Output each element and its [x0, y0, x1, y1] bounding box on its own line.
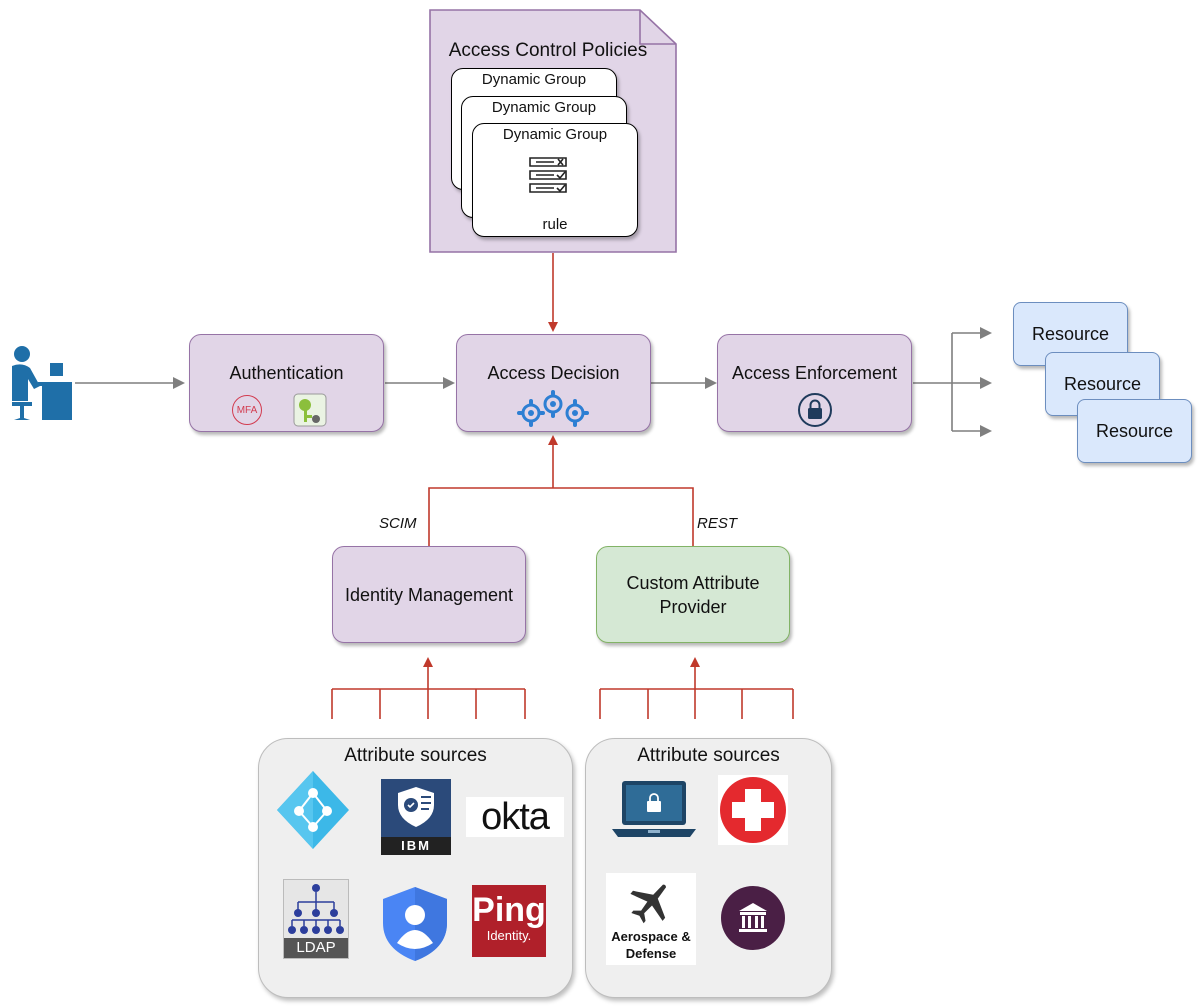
- okta-logo: okta: [466, 797, 564, 837]
- aerospace-defense-tile: Aerospace & Defense: [606, 873, 696, 965]
- attribute-sources-panel-right: Attribute sources Aerospace & Defense: [585, 738, 832, 998]
- google-identity-icon: [383, 887, 447, 961]
- shield-icon: [398, 787, 434, 827]
- authentication-box[interactable]: Authentication MFA: [189, 334, 384, 432]
- org-tree-icon: [288, 884, 344, 934]
- dynamic-group-label: Dynamic Group: [481, 71, 587, 88]
- medical-cross-icon: [718, 775, 788, 845]
- dynamic-group-label: Dynamic Group: [491, 99, 597, 116]
- aerospace-label-line2: Defense: [625, 946, 677, 961]
- checklist-icon: [529, 157, 567, 193]
- identity-label: Identity.: [486, 928, 532, 943]
- resource-label: Resource: [1031, 324, 1110, 344]
- ldap-label: LDAP: [284, 938, 348, 958]
- identity-management-label: Identity Management: [344, 584, 514, 605]
- aerospace-label-line1: Aerospace &: [611, 929, 691, 944]
- rest-label: REST: [697, 515, 738, 532]
- attribute-sources-panel-left: Attribute sources IBM okta: [258, 738, 573, 998]
- access-decision-label: Access Decision: [487, 363, 620, 383]
- identity-management-box[interactable]: Identity Management: [332, 546, 526, 643]
- mfa-icon: MFA: [232, 395, 262, 425]
- scim-label: SCIM: [379, 515, 417, 532]
- gears-icon: [517, 390, 589, 427]
- ibm-security-icon: IBM: [381, 779, 451, 855]
- custom-attribute-provider-box[interactable]: Custom Attribute Provider: [596, 546, 790, 643]
- ibm-label: IBM: [381, 837, 451, 855]
- ping-label: Ping: [472, 891, 546, 929]
- authentication-label: Authentication: [229, 363, 344, 383]
- user-at-desk-icon: [12, 346, 72, 420]
- access-decision-box[interactable]: Access Decision: [456, 334, 651, 432]
- ldap-icon: LDAP: [283, 879, 349, 959]
- resource-box[interactable]: Resource: [1077, 399, 1192, 463]
- access-enforcement-label: Access Enforcement: [731, 363, 898, 383]
- key-icon: [293, 393, 327, 427]
- laptop-lock-icon: [612, 781, 696, 837]
- dynamic-group-card: Dynamic Group rule: [472, 123, 638, 237]
- policies-title: Access Control Policies: [448, 40, 648, 61]
- ping-identity-logo: Ping Identity.: [472, 885, 546, 957]
- azure-ad-icon: [277, 771, 349, 849]
- dynamic-group-label: Dynamic Group: [502, 126, 608, 143]
- rule-label: rule: [542, 216, 568, 233]
- resource-label: Resource: [1095, 421, 1174, 441]
- airplane-icon: [630, 884, 667, 924]
- mfa-badge-label: MFA: [236, 404, 258, 416]
- lock-icon: [798, 393, 832, 427]
- resource-label: Resource: [1063, 374, 1142, 394]
- bank-icon: [721, 886, 785, 950]
- access-enforcement-box[interactable]: Access Enforcement: [717, 334, 912, 432]
- attribute-sources-title: Attribute sources: [344, 745, 487, 766]
- okta-label: okta: [481, 796, 550, 838]
- custom-attribute-label-line1: Custom Attribute: [626, 572, 760, 593]
- custom-attribute-label-line2: Provider: [659, 596, 727, 617]
- attribute-sources-title: Attribute sources: [637, 745, 780, 766]
